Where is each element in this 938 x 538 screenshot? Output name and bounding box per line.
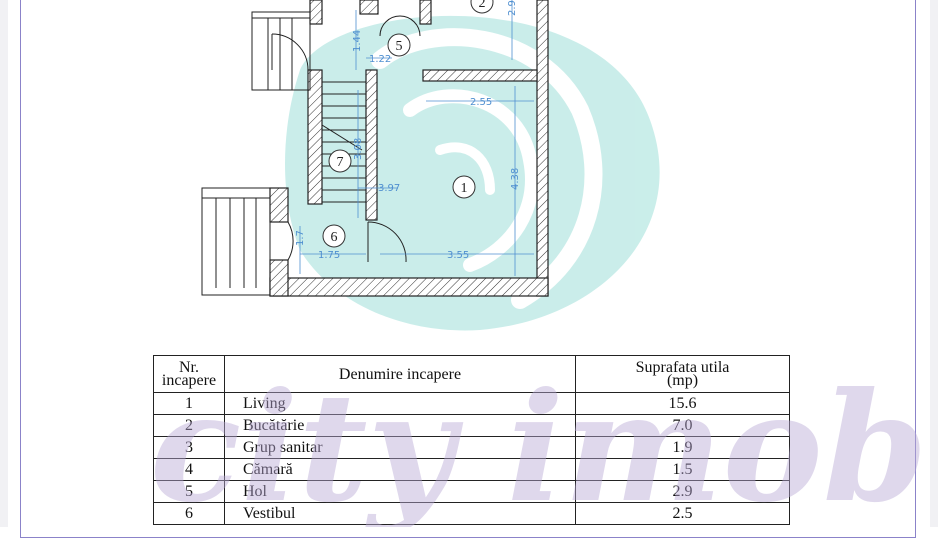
header-area: Suprafata utila (mp) (575, 355, 790, 393)
header-area-line2: (mp) (666, 372, 699, 389)
dim-label: 4.38 (510, 168, 521, 190)
cell-nr: 2 (153, 414, 225, 437)
room-marker-1 (452, 175, 476, 199)
table-row: 6 Vestibul 2.5 (153, 502, 790, 525)
page-gutter-left (0, 0, 8, 527)
table-row: 5 Hol 2.9 (153, 480, 790, 503)
cell-nr: 4 (153, 458, 225, 481)
room-number-label: 2 (479, 0, 486, 11)
room-number-label: 5 (396, 39, 403, 54)
cell-area: 1.5 (575, 458, 790, 481)
header-nr-line2: incapere (161, 372, 217, 389)
dim-label: 1.7 (295, 230, 306, 246)
table-row: 2 Bucătărie 7.0 (153, 414, 790, 437)
room-number-label: 7 (337, 155, 344, 170)
table-row: 3 Grup sanitar 1.9 (153, 436, 790, 459)
dim-label: 1.44 (352, 30, 363, 52)
room-markers (322, 0, 494, 248)
dimension-labels: 2.55 4.38 3.55 1.75 3.97 3.08 1.22 1.44 … (295, 0, 521, 261)
header-area-line1: Suprafata utila (635, 359, 730, 376)
cell-nr: 5 (153, 480, 225, 503)
dim-label: 2.55 (470, 97, 492, 108)
dim-label: 2.93 (507, 0, 518, 16)
cell-name: Grup sanitar (224, 436, 576, 459)
header-nr: Nr. incapere (153, 355, 225, 393)
dim-label: 1.75 (318, 250, 340, 261)
header-nr-line1: Nr. (179, 359, 199, 376)
cell-name: Hol (224, 480, 576, 503)
room-marker-5 (387, 33, 411, 57)
page-gutter-right (930, 0, 938, 527)
cell-nr: 6 (153, 502, 225, 525)
room-marker-6 (322, 224, 346, 248)
dim-label: 3.08 (353, 138, 364, 160)
cell-nr: 1 (153, 392, 225, 415)
table-row: 4 Cămară 1.5 (153, 458, 790, 481)
room-marker-labels: 1 2 5 6 7 (331, 0, 486, 245)
floor-plan: 2.55 4.38 3.55 1.75 3.97 3.08 1.22 1.44 … (201, 0, 660, 331)
header-name: Denumire incapere (224, 355, 576, 393)
watermark-logo (285, 15, 660, 331)
cell-area: 1.9 (575, 436, 790, 459)
table-row: 1 Living 15.6 (153, 392, 790, 415)
room-marker-2 (470, 0, 494, 14)
cell-name: Living (224, 392, 576, 415)
rooms-table: Nr. incapere Denumire incapere Suprafata… (153, 355, 790, 525)
cell-area: 7.0 (575, 414, 790, 437)
dim-label: 1.22 (369, 54, 391, 65)
cell-area: 2.9 (575, 480, 790, 503)
cell-name: Vestibul (224, 502, 576, 525)
cell-name: Cămară (224, 458, 576, 481)
stairs (201, 11, 366, 296)
dimension-lines (299, 0, 534, 276)
room-number-label: 6 (331, 230, 338, 245)
cell-area: 15.6 (575, 392, 790, 415)
room-marker-7 (328, 149, 352, 173)
doors (271, 15, 421, 263)
room-number-label: 1 (461, 181, 468, 196)
cell-nr: 3 (153, 436, 225, 459)
table-header-row: Nr. incapere Denumire incapere Suprafata… (153, 355, 790, 393)
cell-area: 2.5 (575, 502, 790, 525)
cell-name: Bucătărie (224, 414, 576, 437)
dim-label: 3.55 (447, 250, 469, 261)
dim-label: 3.97 (378, 183, 400, 194)
